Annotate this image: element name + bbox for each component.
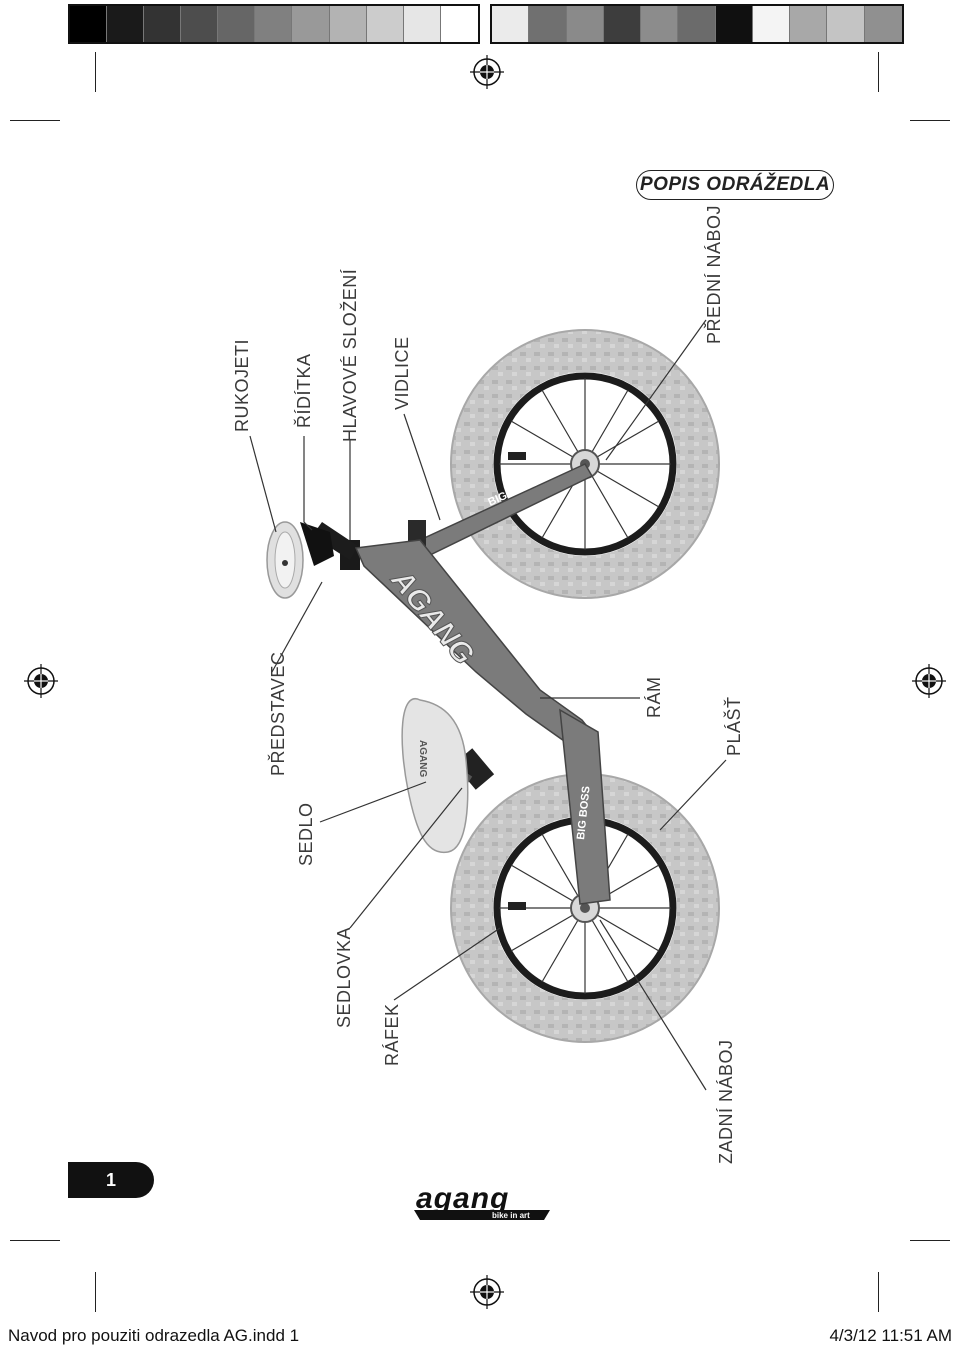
color-swatch [329, 6, 367, 42]
registration-mark-icon [470, 1275, 504, 1309]
saddle [401, 697, 469, 854]
label-riditka: ŘÍDÍTKA [294, 353, 314, 428]
color-swatch [403, 6, 441, 42]
color-swatch [107, 6, 145, 42]
color-swatch [678, 6, 716, 42]
registration-mark-icon [912, 664, 946, 698]
color-swatch [255, 6, 293, 42]
color-swatch [752, 6, 791, 42]
color-swatch [70, 6, 108, 42]
crop-mark [878, 1272, 879, 1312]
page-number: 1 [68, 1162, 154, 1198]
rear-wheel [450, 773, 720, 1043]
color-swatch [603, 6, 642, 42]
label-rafek: RÁFEK [382, 1003, 402, 1066]
crop-mark [878, 52, 879, 92]
color-swatch [366, 6, 404, 42]
crop-mark [910, 1240, 950, 1241]
color-swatch [790, 6, 828, 42]
front-valve [508, 452, 526, 460]
label-ram: RÁM [644, 676, 664, 719]
color-swatch [715, 6, 753, 42]
label-sedlovka: SEDLOVKA [334, 926, 354, 1028]
footer-file: Navod pro pouziti odrazedla AG.indd 1 [8, 1326, 300, 1345]
title-box: POPIS ODRÁŽEDLA [636, 170, 834, 200]
label-hlavove-slozeni: HLAVOVÉ SLOŽENÍ [340, 268, 360, 442]
front-rim [493, 372, 677, 556]
handlebar [300, 522, 334, 566]
label-sedlo: SEDLO [296, 802, 316, 866]
registration-mark-icon [470, 55, 504, 89]
color-swatch [864, 6, 902, 42]
color-swatch [218, 6, 256, 42]
color-bar-right [490, 4, 904, 44]
crop-mark [95, 52, 96, 92]
crop-mark [910, 120, 950, 121]
color-swatch [827, 6, 865, 42]
frame-seat-stay [559, 708, 611, 905]
color-swatch [492, 6, 530, 42]
logo-tagline: bike in art [492, 1211, 530, 1220]
crop-mark [10, 1240, 60, 1241]
label-plast: PLÁŠŤ [724, 696, 744, 756]
label-zadni-naboj: ZADNÍ NÁBOJ [716, 1039, 736, 1164]
color-swatch [529, 6, 567, 42]
crop-mark [95, 1272, 96, 1312]
logo-graphic: agang bike in art [414, 1182, 550, 1220]
footer-timestamp: 4/3/12 11:51 AM [829, 1326, 952, 1345]
logo-wordmark: agang [416, 1182, 509, 1215]
saddle-decal: AGANG [417, 740, 428, 777]
rear-valve [508, 902, 526, 910]
label-predstavec: PŘEDSTAVEC [268, 651, 288, 776]
color-swatch [144, 6, 182, 42]
label-rukojeti: RUKOJETI [232, 338, 252, 432]
registration-mark-icon [24, 664, 58, 698]
label-predni-naboj: PŘEDNÍ NÁBOJ [704, 204, 724, 344]
grips [266, 521, 304, 599]
page-title: POPIS ODRÁŽEDLA [639, 174, 831, 195]
seatstay-decal: BIG BOSS [575, 786, 593, 841]
color-swatch [440, 6, 478, 42]
label-vidlice: VIDLICE [392, 336, 412, 410]
color-bar-left [68, 4, 480, 44]
crop-mark [10, 120, 60, 121]
color-swatch [641, 6, 679, 42]
color-swatch [566, 6, 604, 42]
agang-logo: agang bike in art [412, 1182, 557, 1224]
color-swatch [181, 6, 219, 42]
color-swatch [292, 6, 330, 42]
leader-lines [249, 319, 727, 1091]
